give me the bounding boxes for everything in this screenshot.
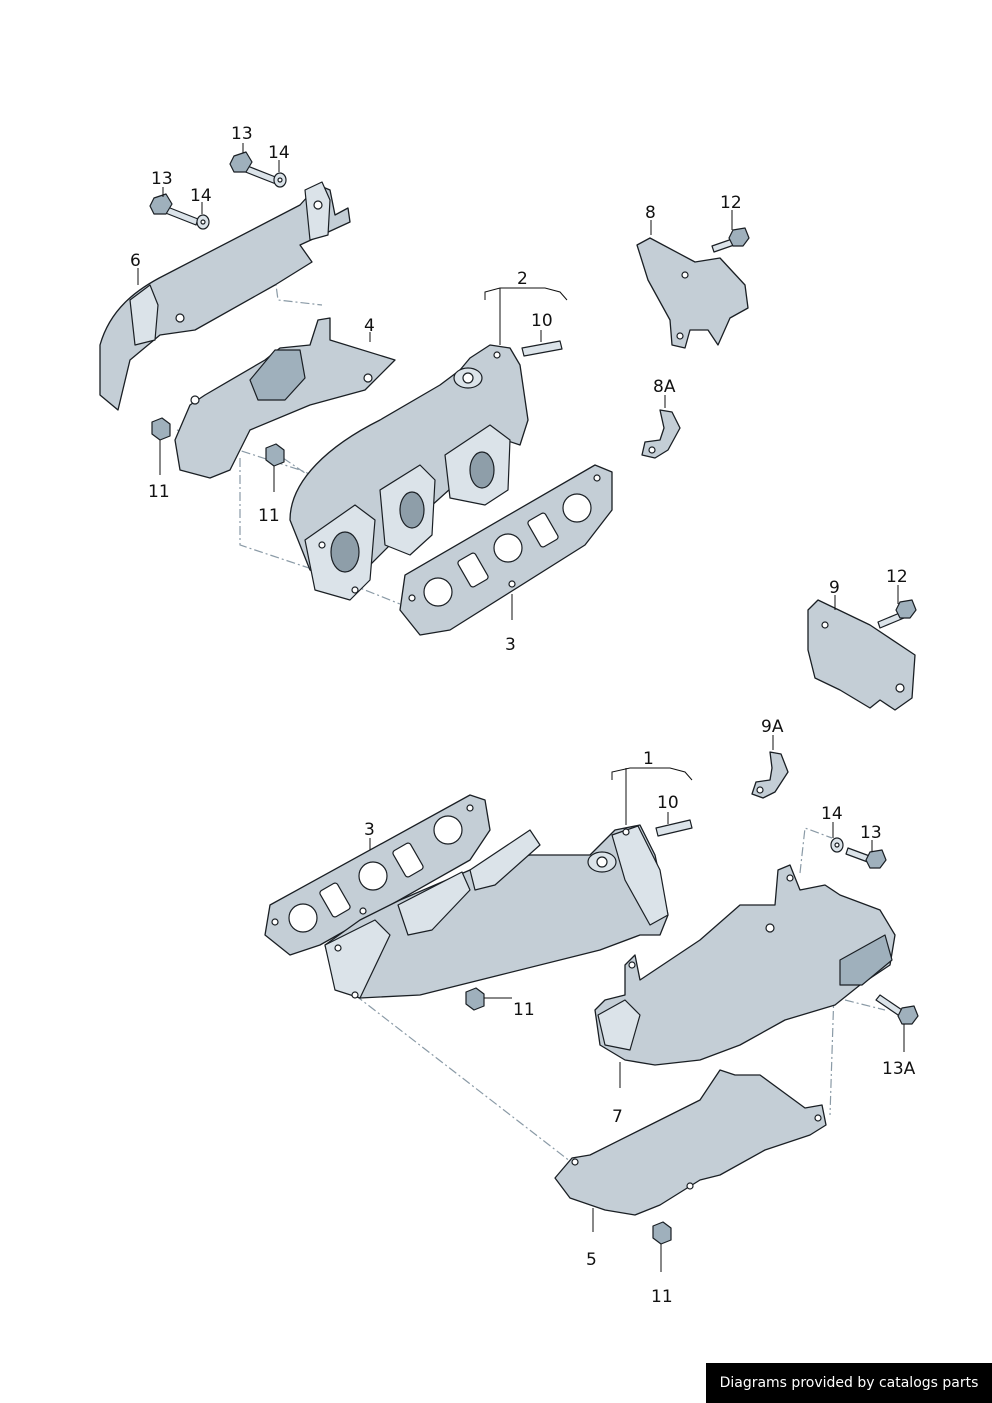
- label-12-a: 12: [720, 193, 742, 213]
- washer-14-b: [196, 214, 210, 230]
- bracket-8A: [641, 409, 681, 459]
- label-13-b: 13: [151, 169, 173, 189]
- heat-shield-6: [99, 181, 351, 411]
- gasket-3-lower: [264, 794, 491, 956]
- label-14-b: 14: [190, 186, 212, 206]
- label-13-c: 13: [860, 823, 882, 843]
- label-6: 6: [130, 251, 141, 271]
- bracket-9A: [751, 751, 789, 799]
- washer-14-c: [830, 837, 844, 853]
- nut-11-b: [265, 443, 285, 467]
- nut-11-a: [151, 417, 171, 441]
- heat-shield-5: [554, 1069, 827, 1216]
- label-13A: 13A: [882, 1059, 916, 1079]
- bolt-12-lower: [877, 599, 917, 629]
- attribution-badge: Diagrams provided by catalogs parts: [706, 1363, 992, 1403]
- label-14-a: 14: [268, 143, 290, 163]
- stud-10-upper: [521, 340, 563, 357]
- label-3-lower: 3: [364, 820, 375, 840]
- label-5: 5: [586, 1250, 597, 1270]
- label-11-a: 11: [148, 482, 170, 502]
- nut-11-c: [465, 987, 485, 1011]
- label-4: 4: [364, 316, 375, 336]
- exhaust-manifold-1: [324, 824, 669, 999]
- label-8A: 8A: [653, 377, 676, 397]
- label-10-b: 10: [657, 793, 679, 813]
- exhaust-manifold-2: [289, 344, 529, 601]
- label-14-c: 14: [821, 804, 843, 824]
- heat-shield-9: [807, 599, 916, 711]
- label-8: 8: [645, 203, 656, 223]
- label-9A: 9A: [761, 717, 784, 737]
- stud-10-lower: [655, 819, 693, 837]
- leader-lines: [137, 143, 905, 1272]
- bolt-12-upper: [711, 227, 750, 253]
- bolt-13-lower: [845, 847, 887, 869]
- label-10-a: 10: [531, 311, 553, 331]
- label-11-b: 11: [258, 506, 280, 526]
- heat-shield-4: [174, 317, 396, 479]
- part-labels: 13 14 13 14 6 4 2 10 11 11 3 8 12 8A 9 1…: [130, 124, 916, 1307]
- label-12-b: 12: [886, 567, 908, 587]
- washer-14-a: [273, 172, 287, 188]
- gasket-3-upper: [399, 464, 613, 636]
- label-3-upper: 3: [505, 635, 516, 655]
- bracket-8: [636, 237, 749, 349]
- bolt-13A: [875, 994, 919, 1025]
- bolt-13-mid: [149, 193, 199, 226]
- nut-11-d: [652, 1221, 672, 1245]
- heat-shield-7: [594, 864, 896, 1066]
- label-13-a: 13: [231, 124, 253, 144]
- label-11-c: 11: [513, 1000, 535, 1020]
- label-2: 2: [517, 269, 528, 289]
- label-1: 1: [643, 749, 654, 769]
- label-11-d: 11: [651, 1287, 673, 1307]
- label-7: 7: [612, 1107, 623, 1127]
- label-9: 9: [829, 578, 840, 598]
